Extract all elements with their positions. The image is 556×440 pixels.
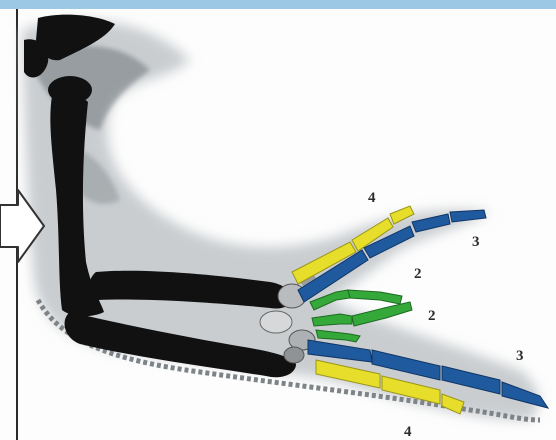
label-lower-digit-3: 3: [516, 348, 524, 364]
label-lower-digit-4: 4: [404, 424, 412, 440]
label-upper-digit-3: 3: [472, 234, 480, 250]
label-middle-digit-2-upper: 2: [414, 266, 422, 282]
label-middle-digit-2-lower: 2: [428, 308, 436, 324]
label-upper-digit-4: 4: [368, 190, 376, 206]
